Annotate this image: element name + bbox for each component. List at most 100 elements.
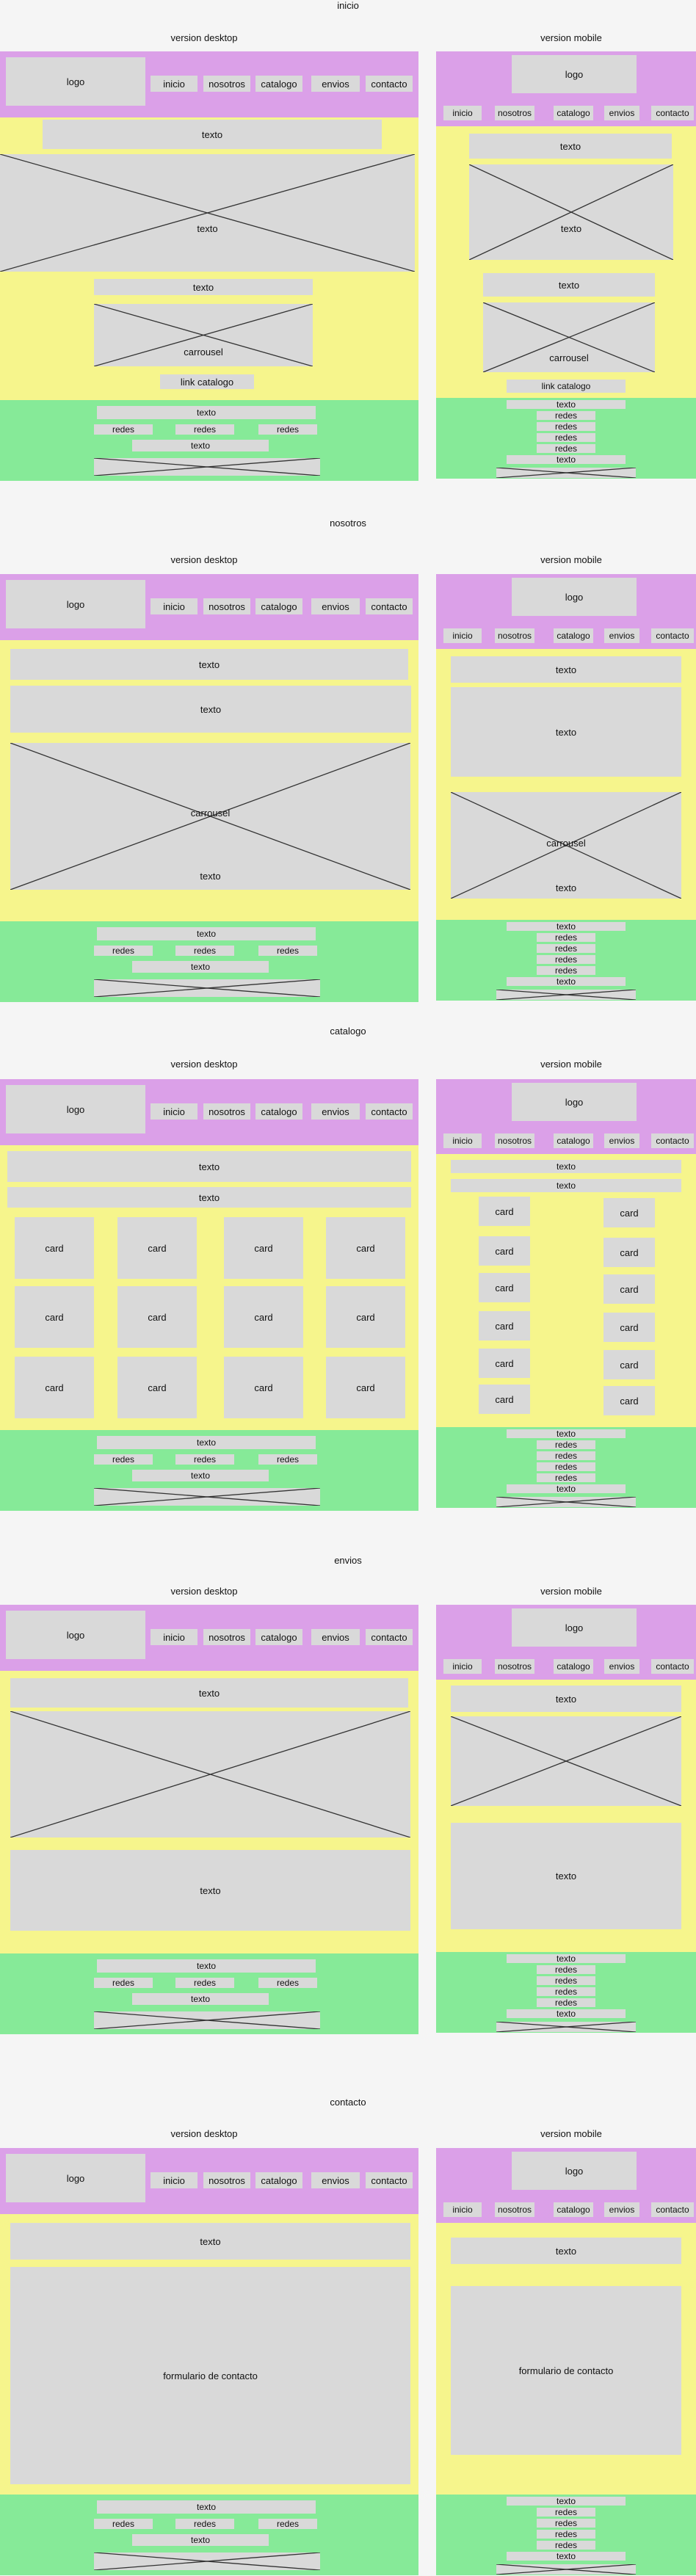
nav-catalogo[interactable]: catalogo: [255, 1629, 302, 1645]
nav-catalogo[interactable]: catalogo: [554, 1659, 593, 1674]
product-card[interactable]: card: [326, 1286, 405, 1348]
nav-nosotros[interactable]: nosotros: [495, 1133, 534, 1148]
nav-catalogo[interactable]: catalogo: [255, 76, 302, 92]
social-link[interactable]: redes: [258, 2519, 317, 2529]
social-link[interactable]: redes: [94, 1454, 153, 1465]
nav-contacto[interactable]: contacto: [366, 76, 413, 92]
social-link[interactable]: redes: [537, 2530, 595, 2539]
contact-form[interactable]: formulario de contacto: [10, 2267, 410, 2484]
social-link[interactable]: redes: [537, 1440, 595, 1449]
product-card[interactable]: card: [603, 1313, 655, 1342]
product-card[interactable]: card: [117, 1357, 197, 1418]
product-card[interactable]: card: [479, 1236, 530, 1266]
nav-envios[interactable]: envios: [604, 1133, 639, 1148]
link-catalogo-button[interactable]: link catalogo: [507, 380, 626, 393]
social-link[interactable]: redes: [94, 2519, 153, 2529]
nav-nosotros[interactable]: nosotros: [203, 76, 250, 92]
social-link[interactable]: redes: [258, 1454, 317, 1465]
social-link[interactable]: redes: [258, 424, 317, 435]
nav-nosotros[interactable]: nosotros: [495, 2202, 534, 2217]
product-card[interactable]: card: [326, 1357, 405, 1418]
social-link[interactable]: redes: [94, 424, 153, 435]
social-link[interactable]: redes: [258, 1978, 317, 1988]
product-card[interactable]: card: [603, 1238, 655, 1267]
nav-contacto[interactable]: contacto: [366, 1629, 413, 1645]
social-link[interactable]: redes: [537, 1998, 595, 2007]
nav-nosotros[interactable]: nosotros: [203, 2172, 250, 2188]
social-link[interactable]: redes: [175, 1978, 234, 1988]
product-card[interactable]: card: [224, 1217, 303, 1279]
nav-inicio[interactable]: inicio: [443, 1133, 482, 1148]
nav-catalogo[interactable]: catalogo: [255, 1103, 302, 1120]
product-card[interactable]: card: [479, 1349, 530, 1378]
product-card[interactable]: card: [15, 1217, 94, 1279]
social-link[interactable]: redes: [537, 1451, 595, 1460]
social-link[interactable]: redes: [537, 1987, 595, 1996]
social-link[interactable]: redes: [537, 433, 595, 442]
product-card[interactable]: card: [117, 1286, 197, 1348]
nav-nosotros[interactable]: nosotros: [203, 1629, 250, 1645]
product-card[interactable]: card: [479, 1273, 530, 1302]
product-card[interactable]: card: [603, 1198, 655, 1227]
product-card[interactable]: card: [603, 1274, 655, 1304]
nav-inicio[interactable]: inicio: [151, 598, 197, 614]
nav-inicio[interactable]: inicio: [151, 1629, 197, 1645]
nav-nosotros[interactable]: nosotros: [495, 628, 534, 643]
nav-nosotros[interactable]: nosotros: [203, 598, 250, 614]
social-link[interactable]: redes: [537, 422, 595, 431]
social-link[interactable]: redes: [537, 411, 595, 420]
nav-envios[interactable]: envios: [311, 1629, 360, 1645]
nav-catalogo[interactable]: catalogo: [554, 628, 593, 643]
nav-catalogo[interactable]: catalogo: [554, 2202, 593, 2217]
social-link[interactable]: redes: [537, 933, 595, 942]
product-card[interactable]: card: [479, 1197, 530, 1226]
product-card[interactable]: card: [117, 1217, 197, 1279]
product-card[interactable]: card: [326, 1217, 405, 1279]
product-card[interactable]: card: [479, 1385, 530, 1414]
nav-contacto[interactable]: contacto: [366, 1103, 413, 1120]
nav-catalogo[interactable]: catalogo: [554, 1133, 593, 1148]
product-card[interactable]: card: [479, 1311, 530, 1340]
nav-contacto[interactable]: contacto: [651, 2202, 694, 2217]
social-link[interactable]: redes: [537, 966, 595, 975]
nav-nosotros[interactable]: nosotros: [495, 106, 534, 120]
nav-inicio[interactable]: inicio: [443, 1659, 482, 1674]
nav-nosotros[interactable]: nosotros: [203, 1103, 250, 1120]
social-link[interactable]: redes: [175, 2519, 234, 2529]
link-catalogo-button[interactable]: link catalogo: [160, 374, 254, 389]
nav-contacto[interactable]: contacto: [651, 106, 694, 120]
nav-catalogo[interactable]: catalogo: [255, 598, 302, 614]
product-card[interactable]: card: [603, 1350, 655, 1379]
nav-contacto[interactable]: contacto: [651, 628, 694, 643]
nav-envios[interactable]: envios: [604, 106, 639, 120]
social-link[interactable]: redes: [537, 444, 595, 453]
social-link[interactable]: redes: [537, 1473, 595, 1482]
nav-envios[interactable]: envios: [311, 598, 360, 614]
nav-inicio[interactable]: inicio: [151, 76, 197, 92]
nav-contacto[interactable]: contacto: [651, 1133, 694, 1148]
contact-form[interactable]: formulario de contacto: [451, 2286, 681, 2455]
nav-inicio[interactable]: inicio: [443, 628, 482, 643]
nav-inicio[interactable]: inicio: [151, 1103, 197, 1120]
social-link[interactable]: redes: [537, 1965, 595, 1974]
product-card[interactable]: card: [603, 1386, 655, 1415]
social-link[interactable]: redes: [175, 946, 234, 956]
social-link[interactable]: redes: [175, 424, 234, 435]
social-link[interactable]: redes: [94, 946, 153, 956]
nav-envios[interactable]: envios: [311, 76, 360, 92]
product-card[interactable]: card: [15, 1357, 94, 1418]
nav-envios[interactable]: envios: [311, 2172, 360, 2188]
product-card[interactable]: card: [224, 1357, 303, 1418]
nav-envios[interactable]: envios: [604, 628, 639, 643]
social-link[interactable]: redes: [537, 944, 595, 953]
social-link[interactable]: redes: [537, 2519, 595, 2528]
nav-envios[interactable]: envios: [311, 1103, 360, 1120]
social-link[interactable]: redes: [175, 1454, 234, 1465]
nav-catalogo[interactable]: catalogo: [255, 2172, 302, 2188]
social-link[interactable]: redes: [537, 1976, 595, 1985]
nav-inicio[interactable]: inicio: [443, 2202, 482, 2217]
nav-inicio[interactable]: inicio: [151, 2172, 197, 2188]
nav-envios[interactable]: envios: [604, 1659, 639, 1674]
social-link[interactable]: redes: [537, 2541, 595, 2550]
social-link[interactable]: redes: [258, 946, 317, 956]
